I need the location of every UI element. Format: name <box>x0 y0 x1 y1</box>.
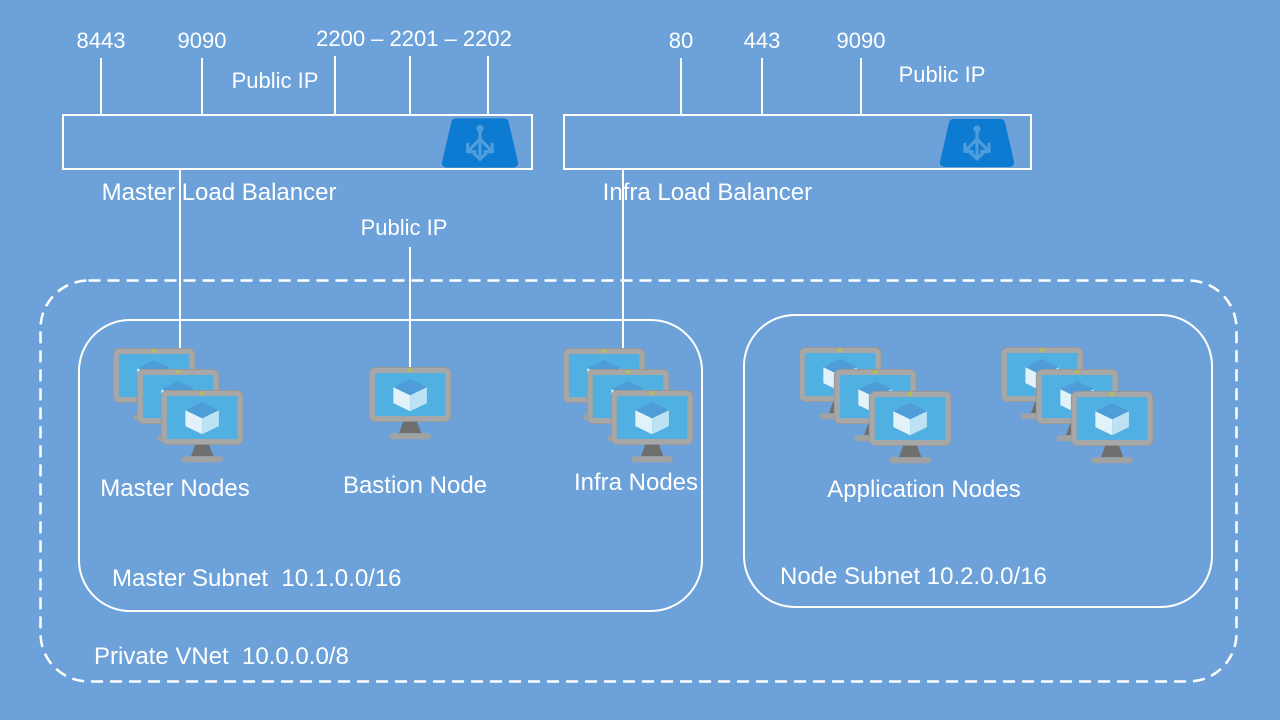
private-vnet-label: Private VNet 10.0.0.0/8 <box>94 643 349 670</box>
master-nodes-label: Master Nodes <box>100 475 250 502</box>
master-subnet-box <box>78 319 703 612</box>
infra-nodes-label: Infra Nodes <box>573 469 699 496</box>
vm-monitor-icon <box>1070 390 1156 466</box>
port-line-9090-infra <box>860 58 862 114</box>
infra-load-balancer-label: Infra Load Balancer <box>602 179 813 206</box>
load-balancer-icon <box>937 114 1017 172</box>
master-nodes-stack <box>112 347 252 467</box>
node-subnet-label: Node Subnet 10.2.0.0/16 <box>780 563 1047 590</box>
bastion-public-ip-label: Public IP <box>360 215 448 240</box>
master-load-balancer-label: Master Load Balancer <box>101 179 337 206</box>
application-nodes-stack-2 <box>1000 346 1160 468</box>
master-lb-port-9090: 9090 <box>177 28 227 53</box>
master-lb-public-ip-label: Public IP <box>231 68 319 93</box>
vm-monitor-icon <box>610 389 696 465</box>
port-line-9090-master <box>201 58 203 114</box>
infra-lb-public-ip-label: Public IP <box>898 62 986 87</box>
bastion-vm-monitor-icon <box>368 366 454 442</box>
port-line-80 <box>680 58 682 114</box>
master-load-balancer-box: Master Load Balancer <box>62 114 533 206</box>
infra-lb-port-443: 443 <box>743 28 781 53</box>
node-subnet-box <box>743 314 1213 608</box>
port-line-443 <box>761 58 763 114</box>
port-line-2201 <box>409 56 411 114</box>
infra-lb-port-9090: 9090 <box>836 28 886 53</box>
load-balancer-icon <box>439 114 521 172</box>
master-lb-port-8443: 8443 <box>76 28 126 53</box>
port-line-2200 <box>334 56 336 114</box>
infra-lb-to-infra-nodes-line <box>622 168 624 372</box>
port-line-2202 <box>487 56 489 114</box>
bastion-node-label: Bastion Node <box>342 472 488 499</box>
master-lb-port-range-2200-2202: 2200 – 2201 – 2202 <box>316 26 512 51</box>
infra-load-balancer-box: Infra Load Balancer <box>563 114 1032 206</box>
infra-lb-port-80: 80 <box>668 28 694 53</box>
application-nodes-label: Application Nodes <box>827 476 1021 503</box>
master-lb-to-master-nodes-line <box>179 168 181 355</box>
application-nodes-stack-1 <box>798 346 958 468</box>
port-line-8443 <box>100 58 102 114</box>
infra-nodes-stack <box>562 347 702 467</box>
public-ip-to-bastion-line <box>409 247 411 372</box>
vm-monitor-icon <box>868 390 954 466</box>
vm-monitor-icon <box>160 389 246 465</box>
master-subnet-label: Master Subnet 10.1.0.0/16 <box>112 565 402 592</box>
